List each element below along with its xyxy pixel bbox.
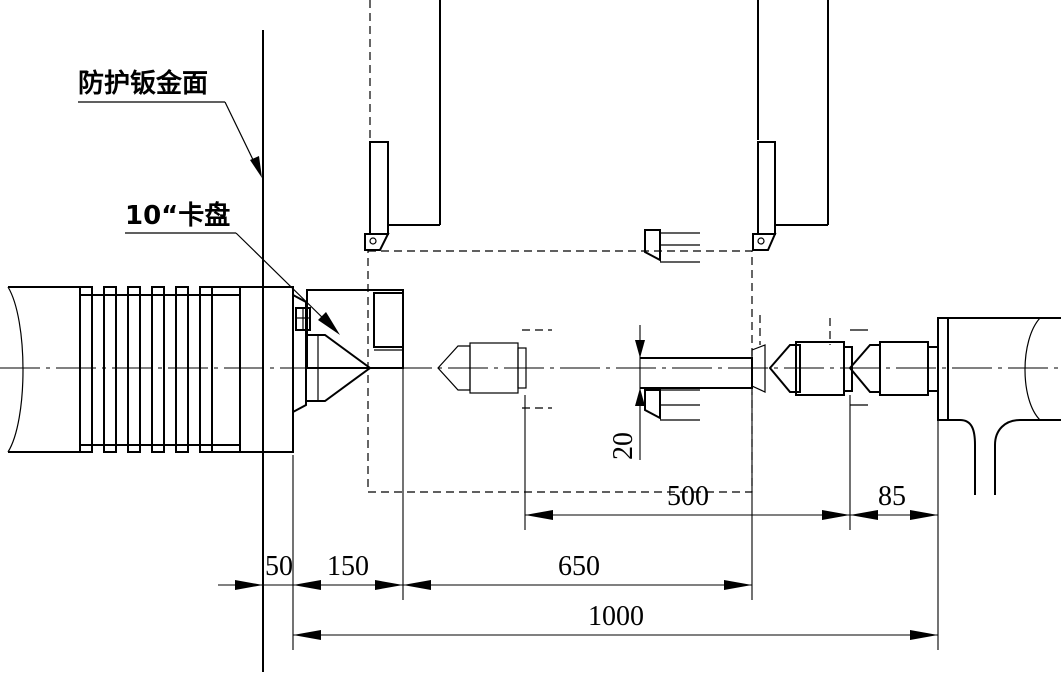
leader-chuck [125, 232, 340, 335]
dim-85 [850, 510, 938, 520]
leader-sheet-metal [78, 101, 262, 178]
dim-label-85: 85 [878, 481, 906, 512]
mid-live-center [437, 329, 552, 409]
dim-label-20: 20 [608, 432, 639, 460]
left-turret [364, 0, 441, 251]
dim-20-group [635, 325, 645, 460]
chuck-jaw-block [306, 289, 404, 369]
dim-label-1000: 1000 [588, 601, 644, 632]
tool-travel-envelope [367, 250, 753, 493]
spindle-housing [7, 286, 294, 453]
chuck [292, 293, 372, 414]
tailstock-live-center [848, 329, 939, 406]
label-chuck: 10“卡盘 [125, 200, 230, 231]
dim-label-500: 500 [667, 481, 709, 512]
dim-500 [525, 510, 850, 520]
middle-upper-tool [644, 229, 700, 263]
extension-lines [292, 350, 939, 650]
workpiece-bar [640, 357, 753, 389]
label-sheet-metal: 防护钣金面 [78, 68, 208, 99]
tailstock-body [937, 317, 1061, 495]
tailstock-center [751, 315, 853, 396]
dim-label-150: 150 [327, 551, 369, 582]
dim-1000 [293, 630, 938, 640]
dim-label-50: 50 [265, 551, 293, 582]
dim-chain-50-150-650 [218, 580, 752, 590]
dim-label-650: 650 [558, 551, 600, 582]
middle-lower-tool [644, 389, 700, 421]
right-turret [752, 0, 829, 251]
